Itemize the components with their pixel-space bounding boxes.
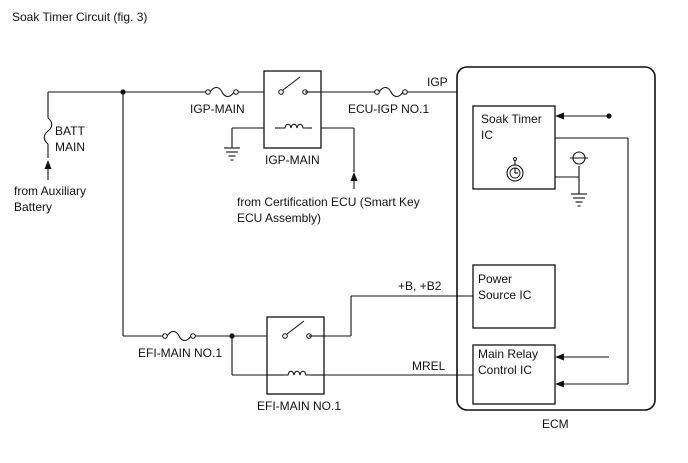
certification-ecu-label-1: from Certification ECU (Smart Key — [237, 195, 420, 209]
efi-main-relay-label: EFI-MAIN NO.1 — [257, 399, 341, 413]
b-plus-label: +B, +B2 — [398, 279, 442, 293]
main-relay-label-1: Main Relay — [478, 347, 538, 361]
backup-power-icon — [570, 151, 588, 165]
arrow-left-icon — [555, 380, 564, 388]
arrow-left-icon — [555, 353, 564, 361]
ecu-igp-fuse-label: ECU-IGP NO.1 — [348, 102, 429, 116]
arrow-up-icon — [44, 160, 52, 169]
relay-switch-icon — [286, 320, 305, 335]
diagram-title: Soak Timer Circuit (fig. 3) — [12, 10, 147, 24]
igp-main-fuse-icon — [209, 86, 235, 98]
igp-main-relay-label: IGP-MAIN — [265, 153, 320, 167]
efi-main-relay — [266, 316, 325, 395]
efi-main-fuse-label: EFI-MAIN NO.1 — [138, 346, 222, 360]
efi-main-fuse-icon — [166, 330, 192, 342]
relay-switch-icon — [282, 76, 301, 91]
relay-coil-icon — [283, 370, 311, 376]
soak-timer-label-2: IC — [481, 128, 493, 142]
igp-main-relay — [263, 70, 322, 149]
ecu-igp-fuse — [374, 86, 408, 98]
igp-signal-label: IGP — [427, 75, 448, 89]
relay-coil-icon — [280, 123, 308, 129]
ground-icon — [224, 147, 240, 161]
igp-main-fuse — [205, 86, 239, 98]
ecu-igp-fuse-icon — [378, 86, 404, 98]
batt-main-branch — [43, 91, 210, 180]
arrow-left-icon — [555, 112, 564, 120]
certification-ecu-label-2: ECU Assembly) — [237, 211, 321, 225]
ground-icon — [571, 193, 587, 207]
main-relay-control-ic-block — [472, 344, 556, 405]
arrow-up-icon — [350, 172, 358, 181]
aux-battery-label-2: Battery — [14, 200, 52, 214]
soak-timer-ic-block — [472, 105, 556, 190]
soak-timer-label-1: Soak Timer — [481, 112, 542, 126]
junction-dot — [606, 113, 612, 119]
main-relay-label-2: Control IC — [478, 363, 532, 377]
power-source-label-1: Power — [478, 272, 512, 286]
batt-main-label-1: BATT — [55, 124, 85, 138]
igp-main-fuse-label: IGP-MAIN — [190, 102, 245, 116]
efi-main-fuse — [162, 330, 196, 342]
aux-battery-label-1: from Auxiliary — [14, 184, 86, 198]
power-source-label-2: Source IC — [478, 288, 532, 302]
mrel-label: MREL — [412, 359, 446, 373]
ecm-label: ECM — [542, 417, 569, 431]
batt-main-label-2: MAIN — [55, 140, 85, 154]
power-source-ic-block — [472, 264, 556, 329]
batt-main-fuse-icon — [43, 117, 53, 145]
